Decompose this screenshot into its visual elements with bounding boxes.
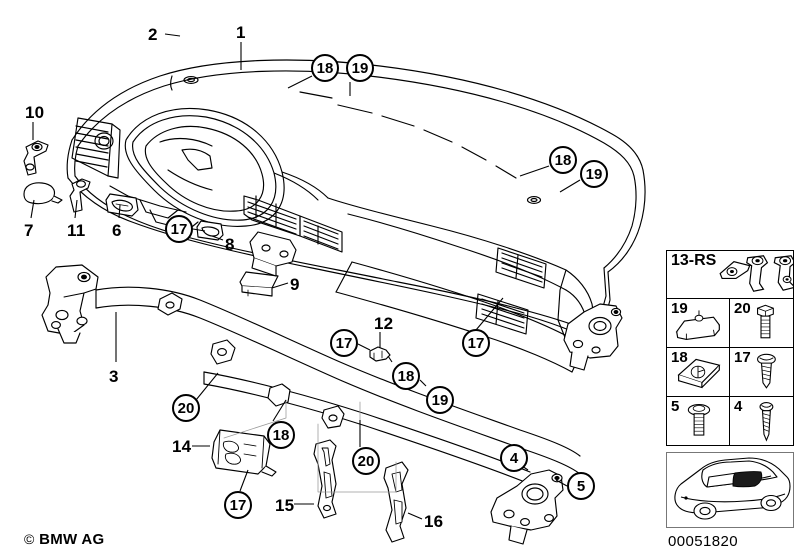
copyright-symbol: © (24, 531, 35, 547)
callout-5-circled[interactable]: 5 (567, 472, 595, 500)
legend-number-20: 20 (734, 300, 751, 317)
callout-19-circled[interactable]: 19 (346, 54, 374, 82)
callout-17-circled[interactable]: 17 (165, 215, 193, 243)
square-nut-plate-18-icon (667, 348, 729, 396)
leader-line-11 (74, 199, 78, 219)
hex-bolt-20-icon (730, 299, 793, 347)
legend-number-5: 5 (671, 398, 680, 415)
legend-number-13-RS: 13-RS (671, 252, 717, 269)
leader-line-6 (118, 204, 121, 219)
leader-line-9 (271, 282, 289, 289)
legend-row: 18 17 (667, 348, 793, 397)
callout-8[interactable]: 8 (225, 235, 235, 254)
callout-18-circled[interactable]: 18 (311, 54, 339, 82)
callout-18-circled[interactable]: 18 (267, 421, 295, 449)
legend-cell-13-RS[interactable]: 13-RS (667, 251, 793, 298)
callout-14[interactable]: 14 (172, 437, 192, 456)
callout-19-circled[interactable]: 19 (580, 160, 608, 188)
leader-line-17 (475, 297, 504, 331)
leader-line-8 (211, 235, 224, 241)
callout-3[interactable]: 3 (109, 367, 119, 386)
leader-line-2 (164, 33, 181, 37)
callout-11[interactable]: 11 (67, 221, 86, 240)
callout-1[interactable]: 1 (236, 23, 246, 42)
callout-7[interactable]: 7 (24, 221, 34, 240)
legend-cell-20[interactable]: 20 (730, 299, 793, 347)
callout-16[interactable]: 16 (424, 512, 444, 531)
callout-15[interactable]: 15 (275, 496, 295, 515)
callout-10[interactable]: 10 (25, 103, 45, 122)
callout-18-circled[interactable]: 18 (549, 146, 577, 174)
legend-row: 13-RS (667, 251, 793, 299)
callout-6[interactable]: 6 (112, 221, 122, 240)
legend-cell-18[interactable]: 18 (667, 348, 730, 396)
callout-9[interactable]: 9 (290, 275, 300, 294)
legend-cell-5[interactable]: 5 (667, 397, 730, 446)
copyright-notice: © BMW AG (24, 531, 105, 548)
leader-line-20 (195, 372, 219, 401)
brackets-13rs-icon (667, 251, 793, 298)
leader-line-18 (519, 165, 550, 177)
vehicle-location-thumbnail (666, 452, 794, 528)
flange-bolt-5-icon (667, 397, 729, 446)
callout-19-circled[interactable]: 19 (426, 386, 454, 414)
copyright-owner: BMW AG (39, 531, 105, 548)
callout-20-circled[interactable]: 20 (172, 394, 200, 422)
callout-12[interactable]: 12 (374, 314, 394, 333)
callout-17-circled[interactable]: 17 (224, 491, 252, 519)
pan-head-screw-17-icon (730, 348, 793, 396)
leader-line-19 (559, 179, 581, 193)
callout-2[interactable]: 2 (148, 25, 158, 44)
leader-line-17 (192, 228, 206, 232)
diagram-part-number: 00051820 (668, 533, 738, 550)
leader-line-18 (272, 399, 287, 422)
callout-17-circled[interactable]: 17 (330, 329, 358, 357)
callout-4-circled[interactable]: 4 (500, 444, 528, 472)
leader-line-19 (419, 379, 427, 387)
legend-number-18: 18 (671, 349, 688, 366)
legend-row: 19 20 (667, 299, 793, 348)
leader-line-5 (555, 479, 568, 487)
legend-number-17: 17 (734, 349, 751, 366)
leader-line-18 (287, 75, 313, 89)
leader-line-17 (239, 469, 249, 492)
callout-17-circled[interactable]: 17 (462, 329, 490, 357)
legend-number-19: 19 (671, 300, 688, 317)
leader-line-7 (30, 199, 35, 219)
legend-number-4: 4 (734, 398, 743, 415)
legend-row: 5 4 (667, 397, 793, 446)
legend-cell-17[interactable]: 17 (730, 348, 793, 396)
legend-cell-4[interactable]: 4 (730, 397, 793, 446)
legend-cell-19[interactable]: 19 (667, 299, 730, 347)
parts-legend-panel: 13-RS 19 20 18 17 5 4 (666, 250, 794, 446)
leader-line-17 (357, 343, 371, 351)
callout-18-circled[interactable]: 18 (392, 362, 420, 390)
spring-clip-19-icon (667, 299, 729, 347)
car-silhouette-icon (674, 457, 791, 520)
leader-line-16 (407, 512, 423, 520)
leader-line-18 (387, 355, 393, 363)
callout-20-circled[interactable]: 20 (352, 447, 380, 475)
tapping-screw-4-icon (730, 397, 793, 446)
